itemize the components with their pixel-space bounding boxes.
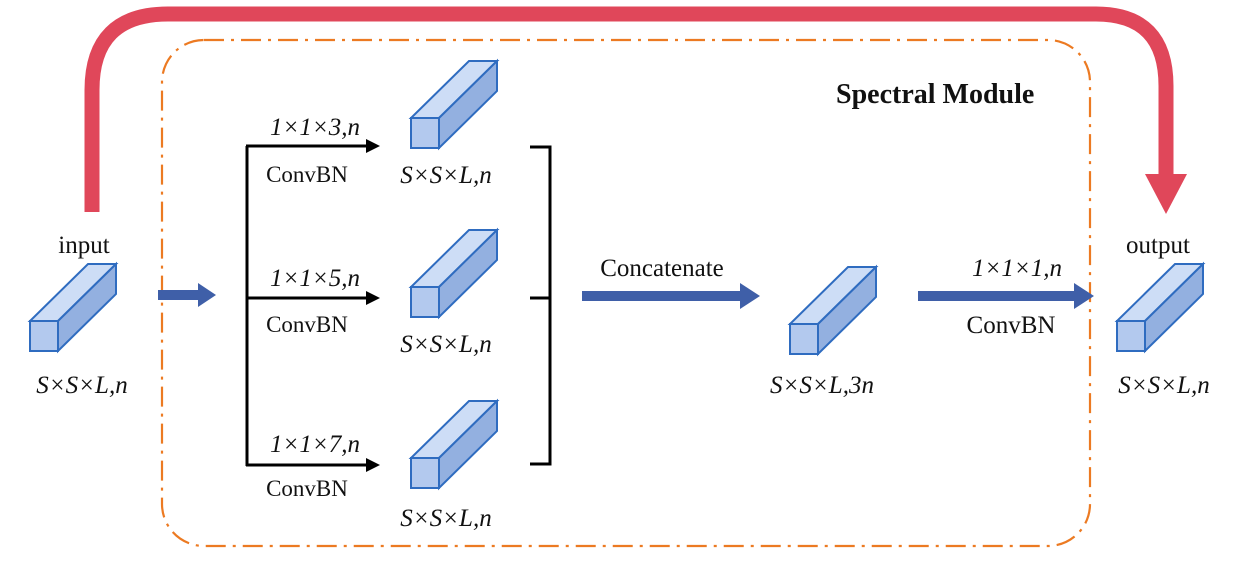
concat-bracket: [530, 145, 552, 466]
input-dims: S×S×L,n: [36, 372, 127, 399]
concat-cube: [787, 264, 879, 357]
branch-2-kernel: 1×1×5,n: [270, 265, 360, 292]
branch-2-op: ConvBN: [266, 312, 348, 337]
branch-1-kernel: 1×1×3,n: [270, 114, 360, 141]
branch-1-cube: [408, 58, 500, 151]
input-arrow: [158, 283, 216, 307]
concat-arrow: [582, 283, 760, 309]
final-conv-kernel: 1×1×1,n: [972, 255, 1062, 282]
branch-arrow-1: [246, 139, 380, 153]
branch-3-dims: S×S×L,n: [400, 505, 491, 532]
final-conv-arrow: [918, 283, 1094, 309]
branch-3-kernel: 1×1×7,n: [270, 431, 360, 458]
output-label: output: [1126, 232, 1190, 259]
output-dims: S×S×L,n: [1118, 372, 1209, 399]
skip-connection-arrowhead: [1145, 174, 1187, 214]
branch-1-op: ConvBN: [266, 162, 348, 187]
input-cube: [27, 261, 119, 354]
branch-2-cube: [408, 227, 500, 320]
concat-dims: S×S×L,3n: [770, 372, 874, 399]
branch-1-dims: S×S×L,n: [400, 162, 491, 189]
branch-3-cube: [408, 398, 500, 491]
final-conv-op: ConvBN: [967, 312, 1056, 339]
skip-connection-arrow: [84, 6, 1174, 212]
output-cube: [1114, 261, 1206, 354]
concat-label: Concatenate: [600, 255, 724, 282]
branch-2-dims: S×S×L,n: [400, 331, 491, 358]
branch-arrow-3: [246, 458, 380, 472]
branch-arrow-2: [246, 291, 380, 305]
branch-3-op: ConvBN: [266, 476, 348, 501]
input-label: input: [58, 232, 109, 259]
module-title: Spectral Module: [836, 79, 1034, 110]
